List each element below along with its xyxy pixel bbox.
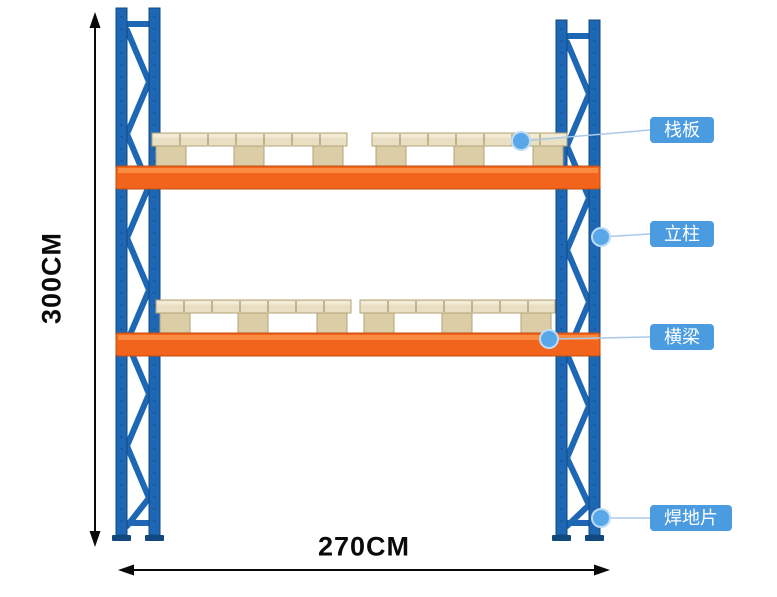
pallet-top-right (371, 132, 568, 167)
pallet-bottom-right (359, 299, 556, 334)
height-dimension-arrow (89, 12, 101, 547)
pallet-top-left (151, 132, 348, 167)
pallet-bottom-left (155, 299, 352, 334)
height-dimension-label: 300CM (36, 231, 67, 325)
callout-label-upright: 立柱 (650, 221, 714, 247)
left-foot-plate (112, 535, 131, 541)
right-inner-foot-plate (552, 535, 571, 541)
callout-label-pallet: 栈板 (650, 117, 714, 143)
beam-callout-dot-icon (539, 329, 559, 349)
callout-label-footplate: 焊地片 (650, 505, 732, 531)
left-upright-frame (112, 7, 164, 541)
right-upright-frame (552, 19, 604, 541)
callout-dots (511, 131, 611, 528)
width-dimension-arrow (118, 564, 610, 576)
upright-callout-dot-icon (591, 227, 611, 247)
top-beam (115, 165, 601, 190)
right-foot-plate (585, 535, 604, 541)
footplate-callout-dot-icon (591, 508, 611, 528)
callout-label-beam: 横梁 (650, 324, 714, 350)
width-dimension-label: 270CM (317, 531, 411, 562)
bottom-beam (115, 332, 601, 357)
pallet-callout-dot-icon (511, 131, 531, 151)
left-inner-foot-plate (145, 535, 164, 541)
